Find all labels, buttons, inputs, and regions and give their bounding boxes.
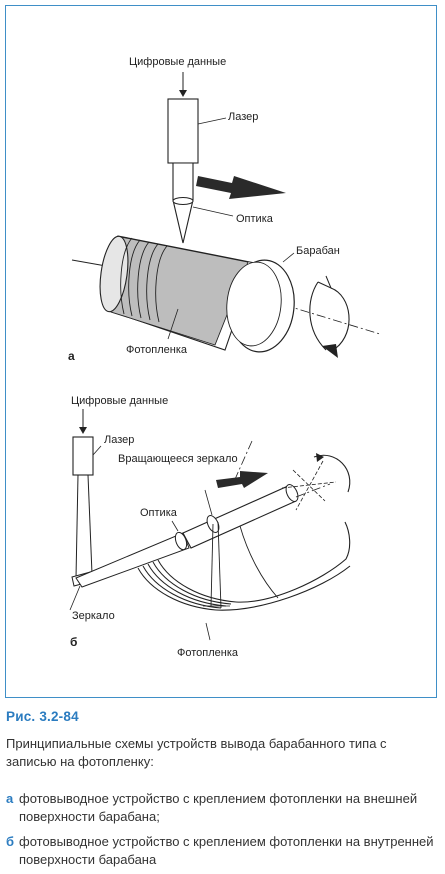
caption-text: Принципиальные схемы устройств вывода ба…: [6, 736, 387, 769]
caption-item-b-text: фотовыводное устройство с креплением фот…: [19, 834, 434, 867]
label-film-a: Фотопленка: [126, 344, 188, 356]
figure-caption: Принципиальные схемы устройств вывода ба…: [6, 735, 436, 771]
diagram-b: Цифровые данные Лазер Вращающееся зеркал…: [69, 395, 351, 659]
film-b: [157, 559, 237, 603]
label-digital-data-a: Цифровые данные: [129, 56, 226, 68]
label-rotating-mirror-b: Вращающееся зеркало: [118, 453, 238, 465]
caption-item-a-text: фотовыводное устройство с креплением фот…: [19, 791, 418, 824]
label-laser-b: Лазер: [104, 434, 134, 446]
caption-item-b-marker: б: [6, 834, 15, 849]
diagram-a: Цифровые данные Лазер Оптика Барабан Фот…: [68, 56, 381, 363]
label-optics-a: Оптика: [236, 213, 274, 225]
caption-item-a-marker: а: [6, 791, 14, 806]
letter-b: б: [70, 635, 77, 649]
figure-frame: [5, 5, 437, 698]
letter-a: а: [68, 349, 75, 363]
optics-b: [174, 531, 188, 551]
laser-b: [72, 436, 94, 476]
label-laser-a: Лазер: [228, 111, 258, 123]
label-mirror-b: Зеркало: [72, 610, 115, 622]
label-optics-b: Оптика: [140, 507, 178, 519]
caption-item-b: б фотовыводное устройство с креплением ф…: [6, 833, 436, 869]
label-drum-a: Барабан: [296, 245, 340, 257]
caption-item-a: а фотовыводное устройство с креплением ф…: [6, 790, 436, 826]
laser-a: [167, 98, 199, 164]
move-arrow-a: [196, 176, 286, 199]
drum-diagrams: Цифровые данные Лазер Оптика Барабан Фот…: [68, 56, 381, 659]
label-digital-data-b: Цифровые данные: [71, 395, 168, 407]
figure-title: Рис. 3.2-84: [6, 709, 79, 724]
label-film-b: Фотопленка: [177, 647, 239, 659]
move-arrow-b: [216, 471, 268, 488]
rotation-arrow-b: [313, 454, 351, 493]
rotation-arrow-a: [322, 344, 338, 358]
